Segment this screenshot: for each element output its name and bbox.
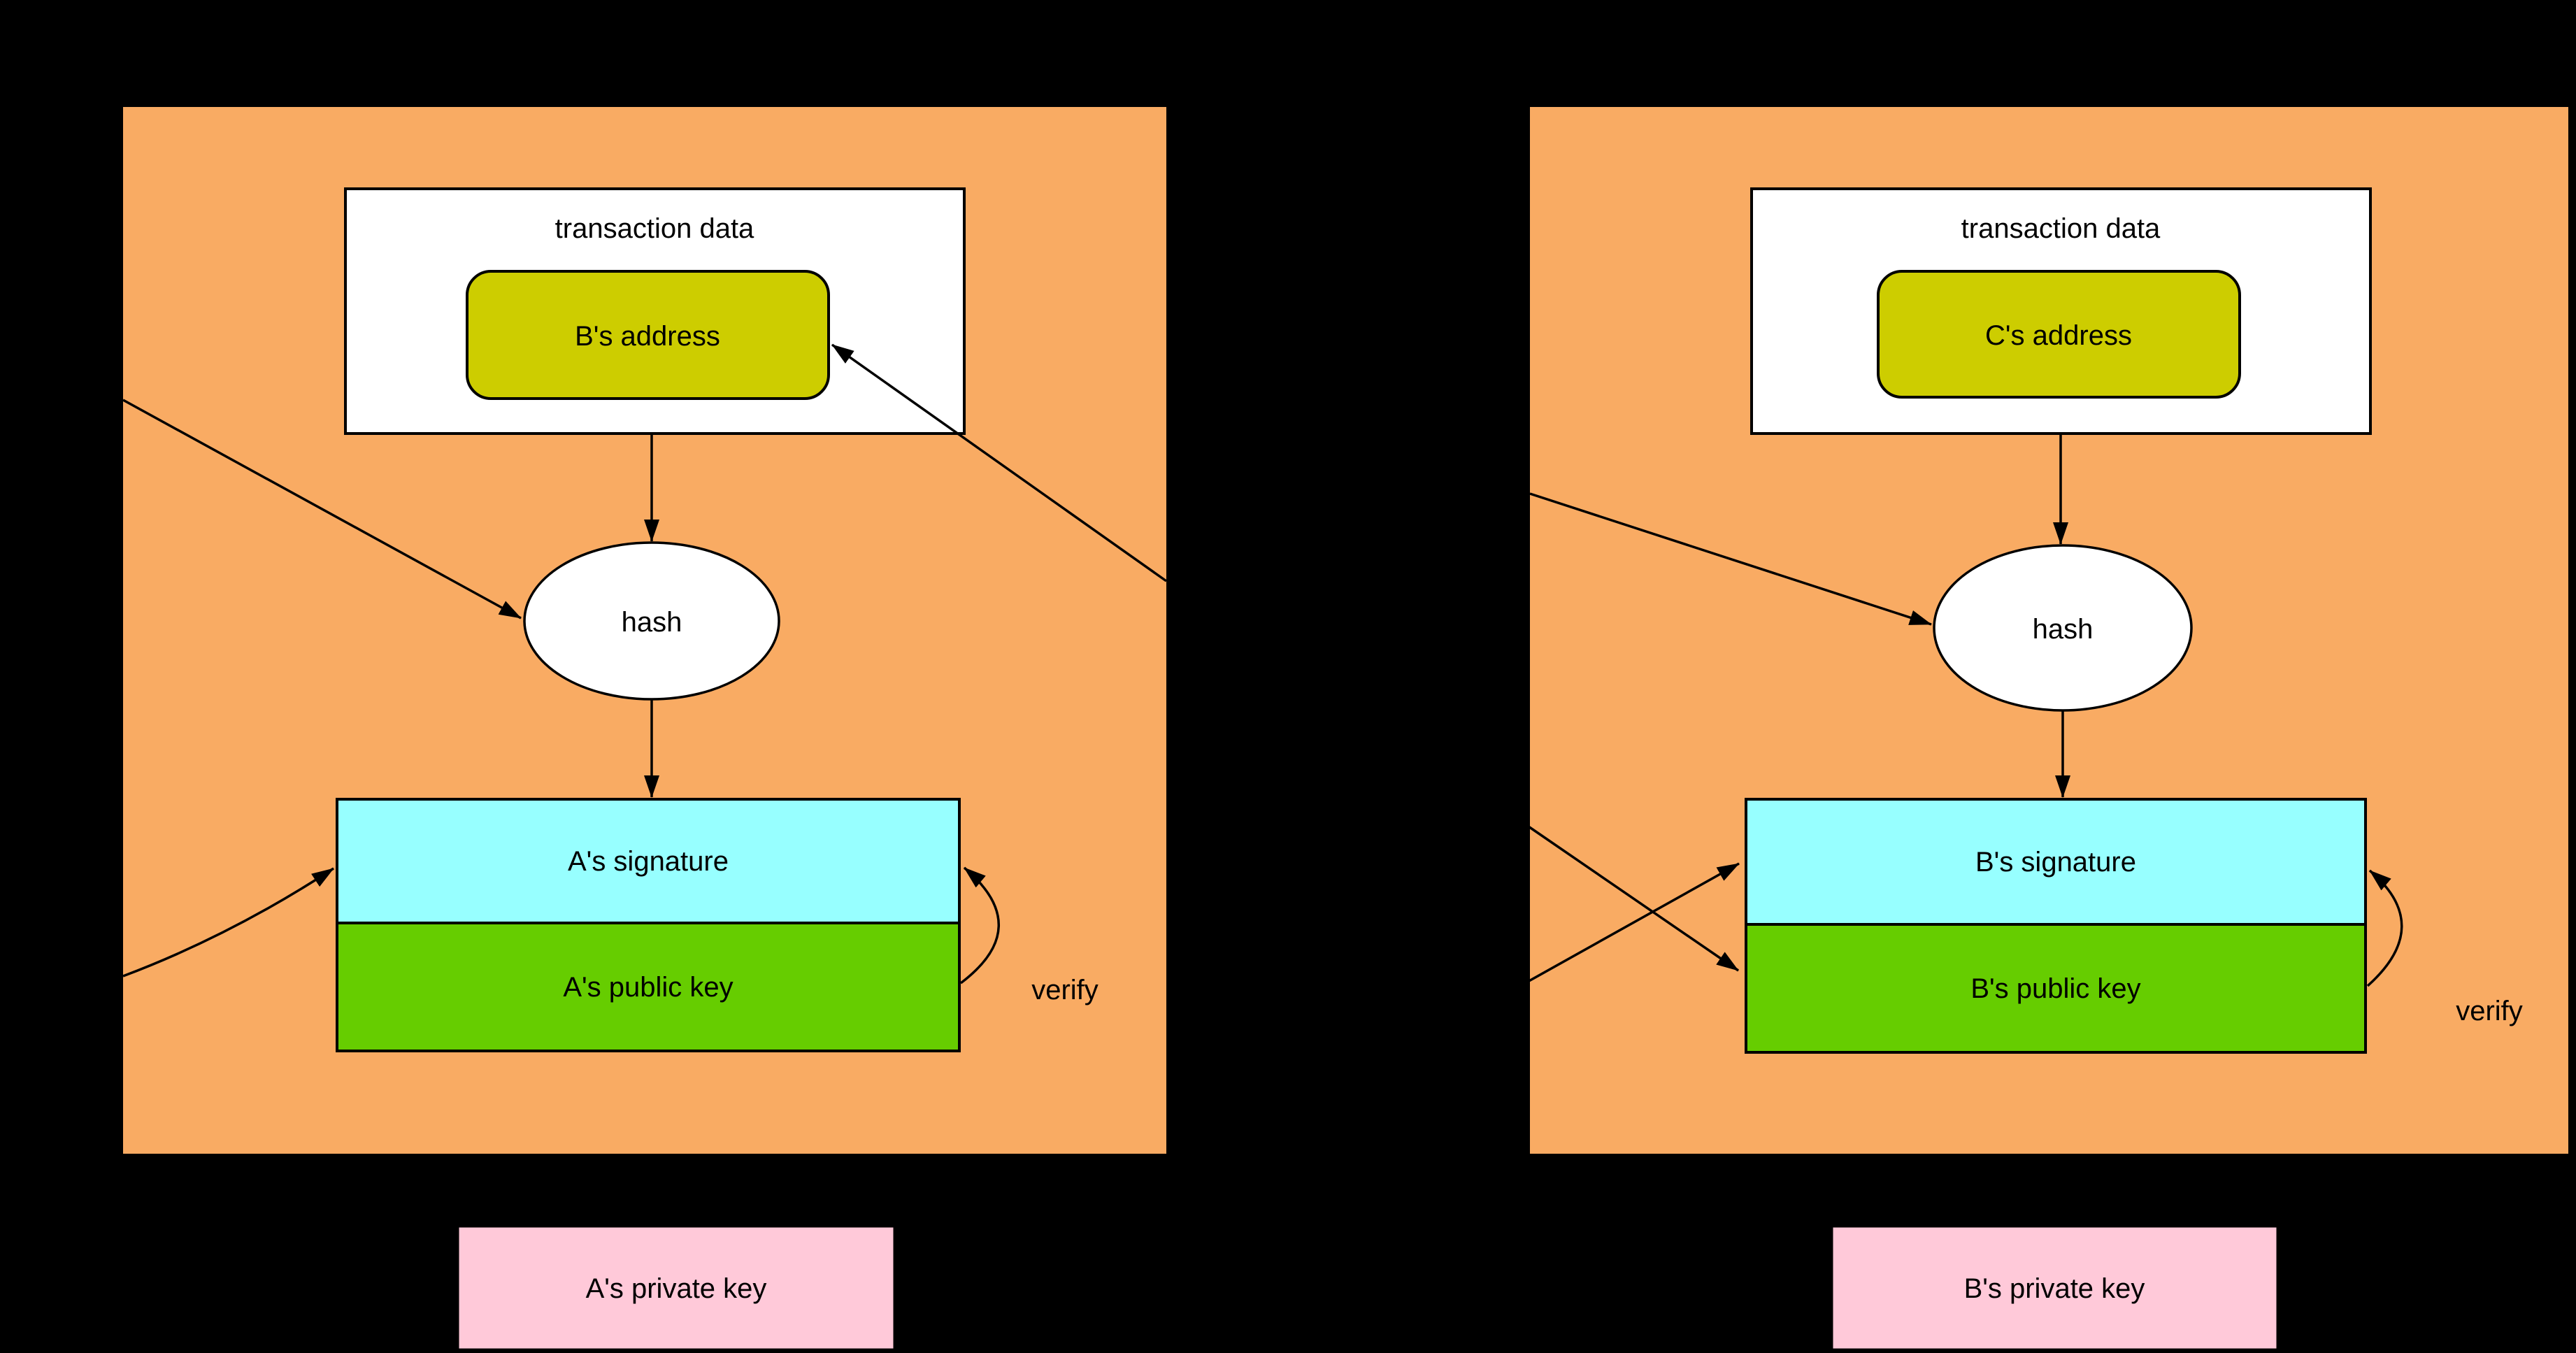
public-key-label: A's public key — [563, 972, 733, 1003]
signature-label: B's signature — [1975, 847, 2136, 878]
transaction-panel-2: transaction data C's address hash B's si… — [1526, 107, 2568, 1154]
private-key-label: A's private key — [586, 1273, 767, 1304]
signature-box — [336, 798, 961, 924]
arrow-external-to-hash — [1529, 492, 1932, 626]
public-key-label: B's public key — [1970, 973, 2140, 1004]
transaction-panel-1: transaction data B's address hash A's si… — [122, 107, 1168, 1154]
hash-label: hash — [622, 607, 682, 638]
verify-label: verify — [2456, 996, 2523, 1026]
recipient-address-label: B's address — [575, 321, 720, 352]
arrow-verify — [959, 866, 1000, 985]
verify-label: verify — [1031, 975, 1099, 1005]
arrow-external-to-signature — [1526, 862, 1740, 984]
private-key-box — [457, 1225, 896, 1351]
signature-box — [1745, 798, 2367, 926]
arrow-external-to-signature — [122, 867, 334, 978]
recipient-address-box — [466, 270, 830, 400]
hash-label: hash — [2033, 614, 2094, 645]
arrow-verify — [2366, 869, 2403, 987]
recipient-address-label: C's address — [1985, 320, 2132, 351]
arrow-external-to-public-key — [1526, 824, 1739, 972]
arrow-external-to-address — [831, 343, 1168, 582]
recipient-address-box — [1877, 270, 2241, 399]
signature-label: A's signature — [568, 846, 729, 877]
hash-node — [523, 541, 780, 701]
private-key-label: B's private key — [1964, 1273, 2145, 1304]
transaction-data-label: transaction data — [555, 213, 754, 244]
transaction-data-label: transaction data — [1961, 213, 2161, 244]
public-key-box — [1745, 923, 2367, 1054]
private-key-box — [1831, 1225, 2279, 1351]
arrow-external-to-hash — [122, 399, 522, 620]
public-key-box — [336, 922, 961, 1052]
